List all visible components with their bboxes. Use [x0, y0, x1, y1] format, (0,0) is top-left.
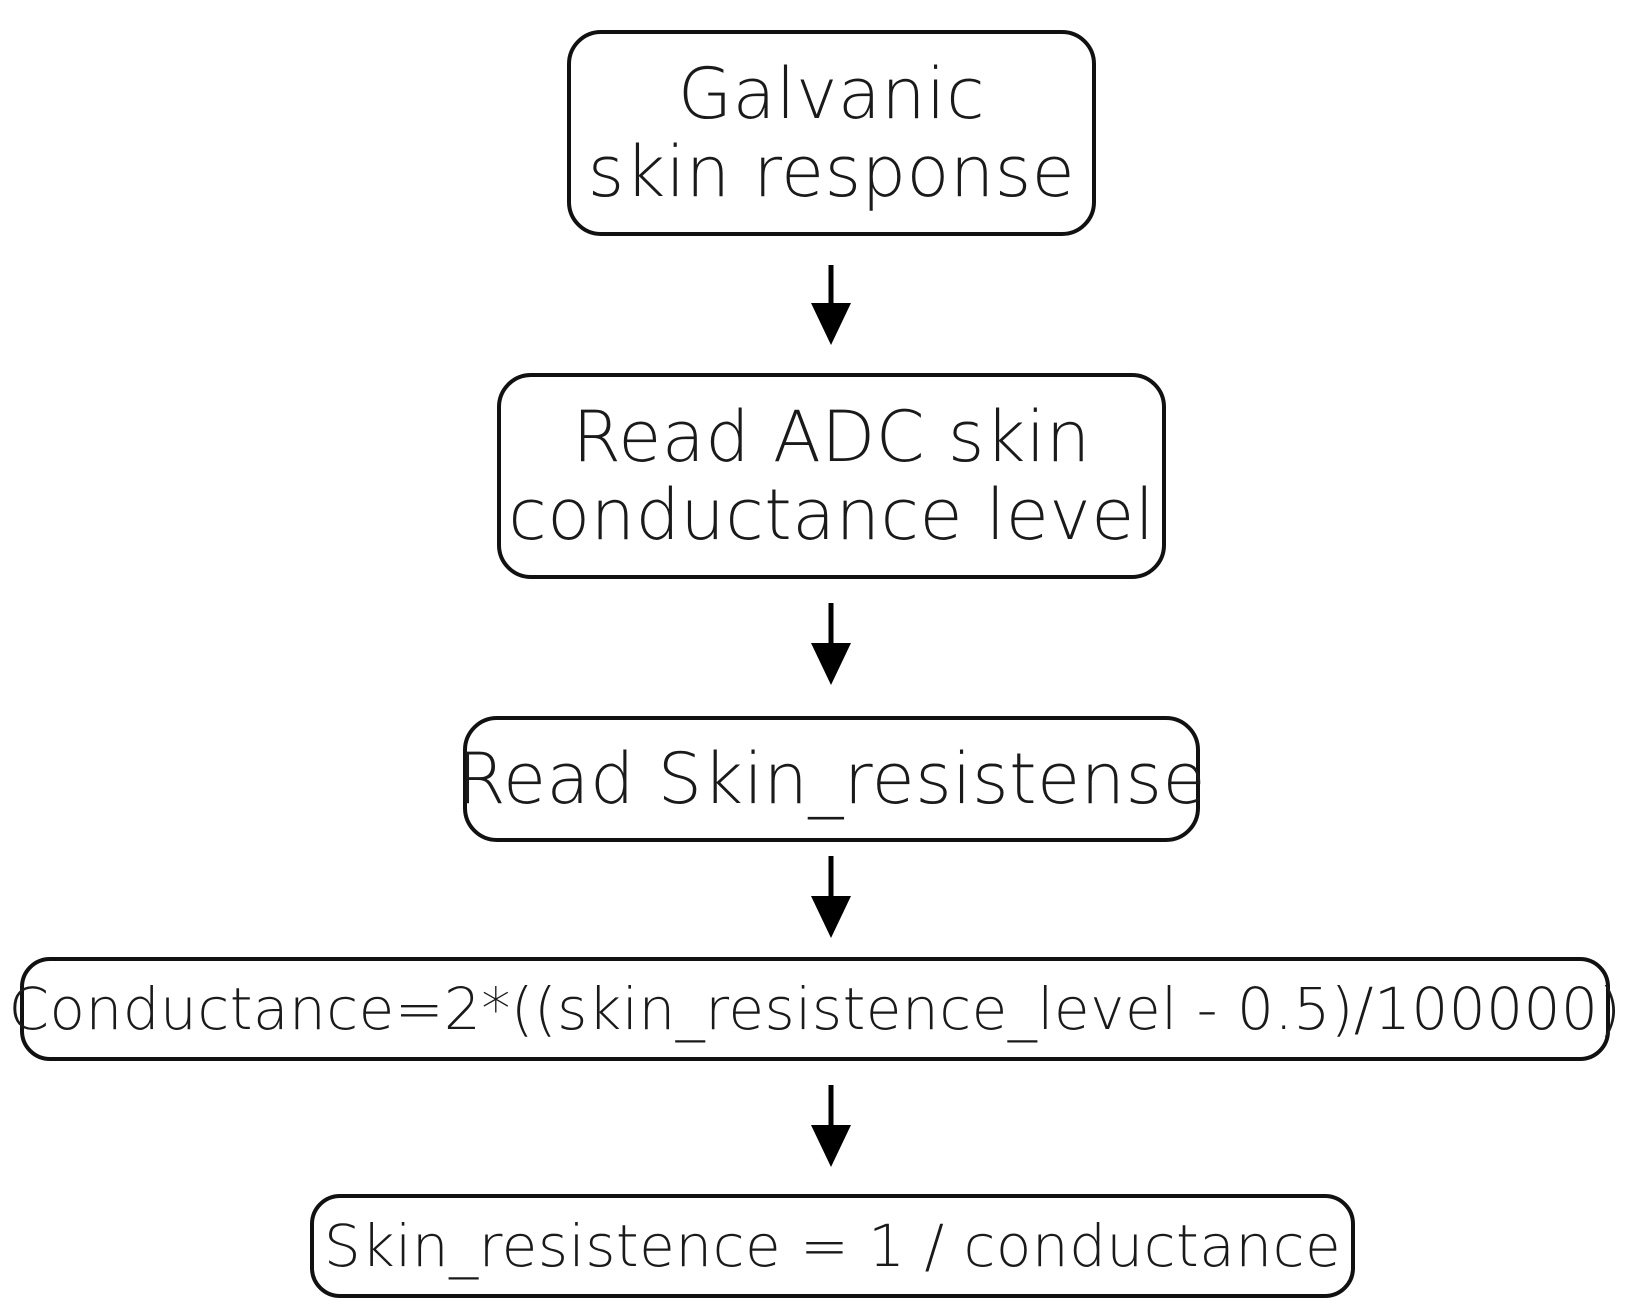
- skin-resistence-formula-box: Skin_resistence = 1 / conductance: [310, 1194, 1355, 1298]
- down-arrow-icon: [811, 265, 851, 347]
- node-text-line: Skin_resistence = 1 / conductance: [323, 1211, 1342, 1280]
- node-text-line: Conductance=2*((skin_resistence_level - …: [8, 974, 1622, 1043]
- down-arrow-icon: [811, 856, 851, 940]
- down-arrow-icon: [811, 603, 851, 687]
- node-text-line: Read ADC skin: [572, 395, 1091, 478]
- down-arrow-icon: [811, 1085, 851, 1169]
- conductance-formula-box: Conductance=2*((skin_resistence_level - …: [9, 957, 1621, 1061]
- galvanic-skin-response-box: Galvanic skin response: [567, 30, 1096, 236]
- node-text-line: conductance level: [508, 474, 1155, 556]
- node-text-line: skin response: [587, 131, 1076, 213]
- read-skin-resistense-box: Read Skin_resistense: [457, 716, 1206, 842]
- read-adc-box: Read ADC skin conductance level: [497, 373, 1166, 579]
- node-text-line: Read Skin_resistense: [456, 737, 1207, 820]
- node-text-line: Galvanic: [677, 52, 986, 135]
